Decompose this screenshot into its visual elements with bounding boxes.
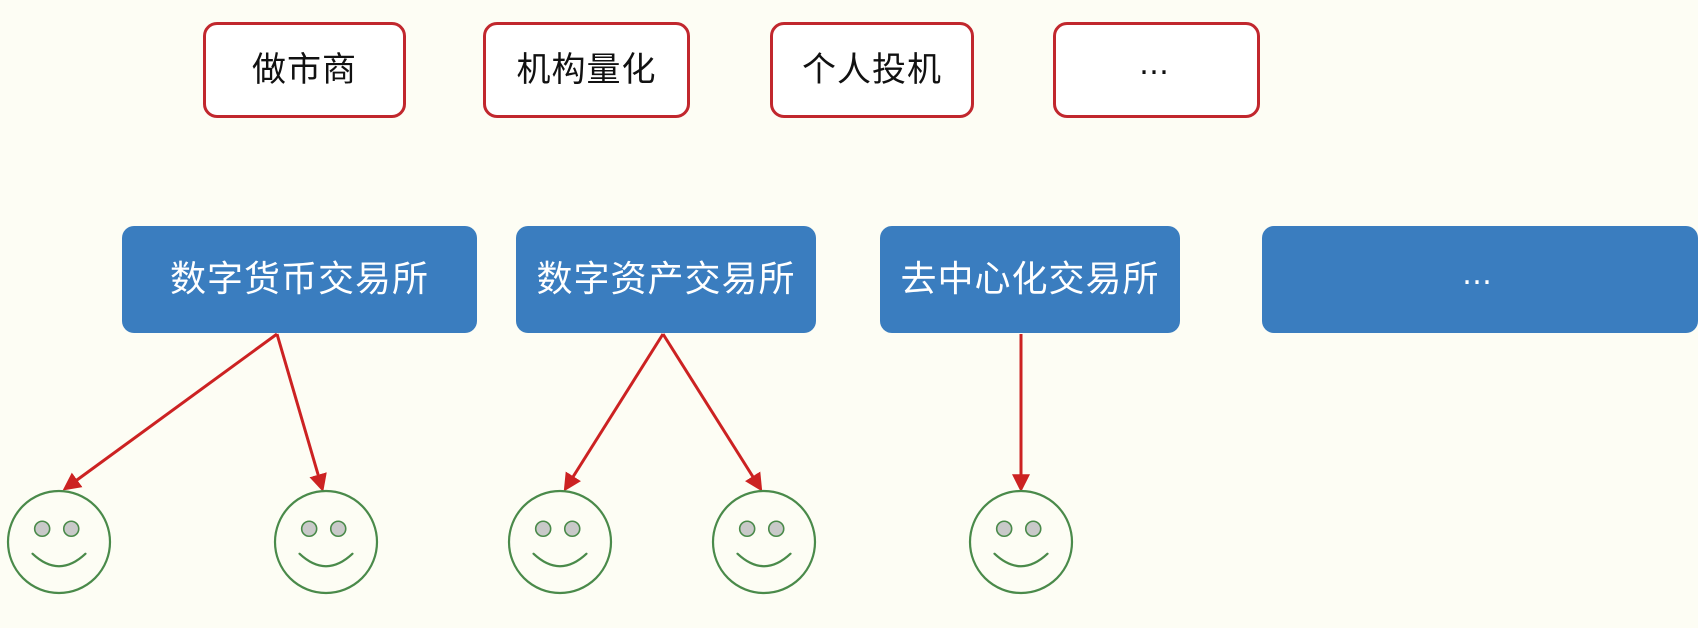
trader-category-box-1[interactable]: 做市商 xyxy=(203,22,406,118)
arrow-exchange2-to-user3 xyxy=(563,333,665,492)
smiley-mouth xyxy=(532,552,588,568)
smiley-head-outline xyxy=(6,489,112,595)
exchange-box-3[interactable]: 去中心化交易所 xyxy=(880,226,1180,333)
smiley-eye-left xyxy=(995,520,1013,538)
smiley-face-1[interactable] xyxy=(6,489,112,595)
smiley-eye-right xyxy=(1024,520,1042,538)
exchange-box-2[interactable]: 数字资产交易所 xyxy=(516,226,816,333)
smiley-face-4[interactable] xyxy=(711,489,817,595)
smiley-eye-right xyxy=(563,520,581,538)
smiley-head-outline xyxy=(968,489,1074,595)
smiley-head-outline xyxy=(273,489,379,595)
arrow-exchange3-to-user4 xyxy=(661,333,763,492)
smiley-mouth xyxy=(993,552,1049,568)
arrow-exchange1-to-user2 xyxy=(275,333,327,493)
trader-category-box-2[interactable]: 机构量化 xyxy=(483,22,690,118)
exchange-box-1[interactable]: 数字货币交易所 xyxy=(122,226,477,333)
smiley-face-3[interactable] xyxy=(507,489,613,595)
smiley-eye-left xyxy=(738,520,756,538)
smiley-eye-left xyxy=(534,520,552,538)
smiley-eye-right xyxy=(62,520,80,538)
smiley-face-2[interactable] xyxy=(273,489,379,595)
smiley-eye-left xyxy=(33,520,51,538)
smiley-head-outline xyxy=(711,489,817,595)
exchange-box-4[interactable]: … xyxy=(1262,226,1698,333)
smiley-eye-right xyxy=(767,520,785,538)
smiley-eye-left xyxy=(300,520,318,538)
smiley-mouth xyxy=(298,552,354,568)
smiley-head-outline xyxy=(507,489,613,595)
smiley-face-5[interactable] xyxy=(968,489,1074,595)
smiley-eye-right xyxy=(329,520,347,538)
trader-category-box-4[interactable]: … xyxy=(1053,22,1260,118)
trader-category-box-3[interactable]: 个人投机 xyxy=(770,22,974,118)
smiley-mouth xyxy=(31,552,87,568)
smiley-mouth xyxy=(736,552,792,568)
arrow-exchange1-to-user1 xyxy=(62,332,278,491)
